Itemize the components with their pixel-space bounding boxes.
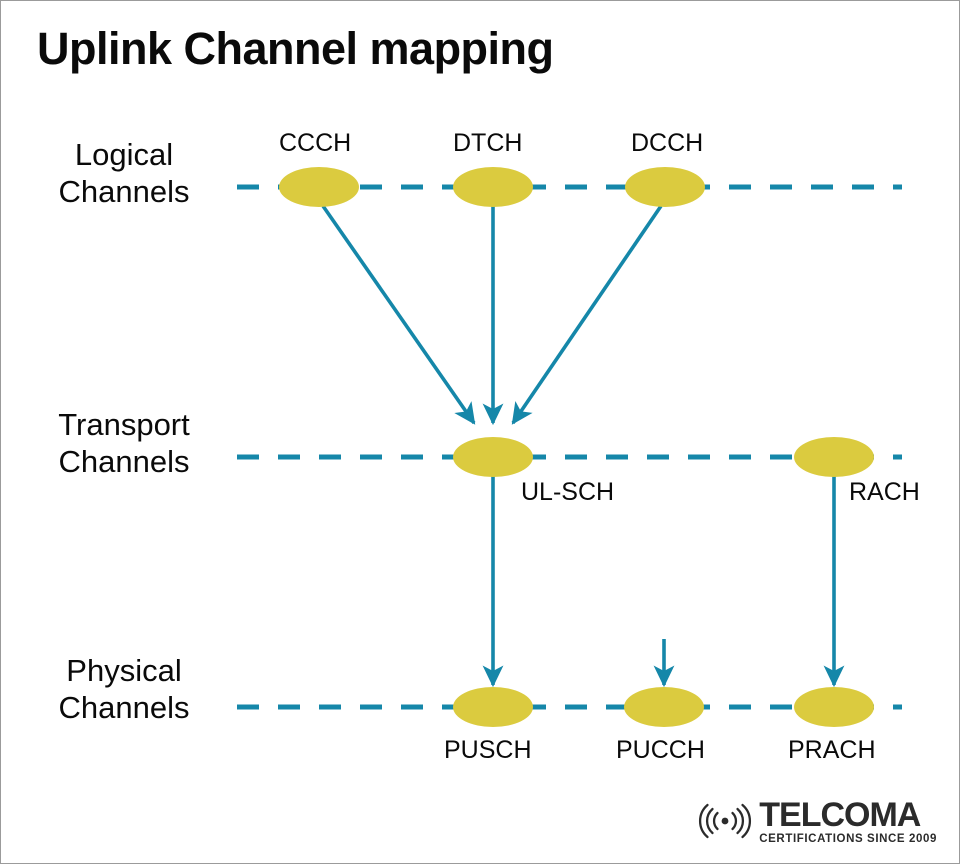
channel-label-ulsch: UL-SCH (521, 478, 615, 506)
row-label-logical: Logical Channels (9, 137, 239, 210)
channel-label-ccch: CCCH (279, 129, 352, 157)
channel-nodes (279, 167, 874, 727)
channel-label-prach: PRACH (788, 736, 876, 764)
channel-label-rach: RACH (849, 478, 920, 506)
channel-node-ulsch[interactable] (453, 437, 533, 477)
connection-arrows (321, 204, 845, 688)
row-label-physical-line2: Channels (58, 689, 190, 725)
channel-node-prach[interactable] (794, 687, 874, 727)
logo-tagline: CERTIFICATIONS SINCE 2009 (759, 832, 937, 845)
telcoma-logo: TELCOMA CERTIFICATIONS SINCE 2009 (695, 798, 937, 846)
row-label-transport-line2: Channels (58, 443, 190, 479)
axis-lines (237, 184, 902, 710)
channel-node-dtch[interactable] (453, 167, 533, 207)
row-label-transport: Transport Channels (9, 407, 239, 480)
channel-node-pucch[interactable] (624, 687, 704, 727)
dcch-to-ulsch (511, 204, 663, 425)
signal-wave-icon (699, 804, 752, 839)
row-label-physical-line1: Physical (66, 653, 182, 688)
channel-node-dcch[interactable] (625, 167, 705, 207)
page-title: Uplink Channel mapping (37, 23, 554, 74)
row-label-logical-line1: Logical (74, 137, 174, 172)
row-label-physical: Physical Channels (9, 653, 239, 726)
row-label-transport-line1: Transport (58, 407, 190, 442)
channel-node-pusch[interactable] (453, 687, 533, 727)
channel-node-rach[interactable] (794, 437, 874, 477)
channel-label-pucch: PUCCH (616, 736, 705, 764)
channel-label-dtch: DTCH (453, 129, 523, 157)
channel-node-ccch[interactable] (279, 167, 359, 207)
channel-label-pusch: PUSCH (444, 736, 532, 764)
logo-brand: TELCOMA (759, 795, 921, 834)
row-label-logical-line2: Channels (58, 173, 190, 209)
ccch-to-ulsch (321, 204, 476, 425)
logo-wordmark: TELCOMA CERTIFICATIONS SINCE 2009 (759, 798, 937, 846)
channel-label-dcch: DCCH (631, 129, 704, 157)
